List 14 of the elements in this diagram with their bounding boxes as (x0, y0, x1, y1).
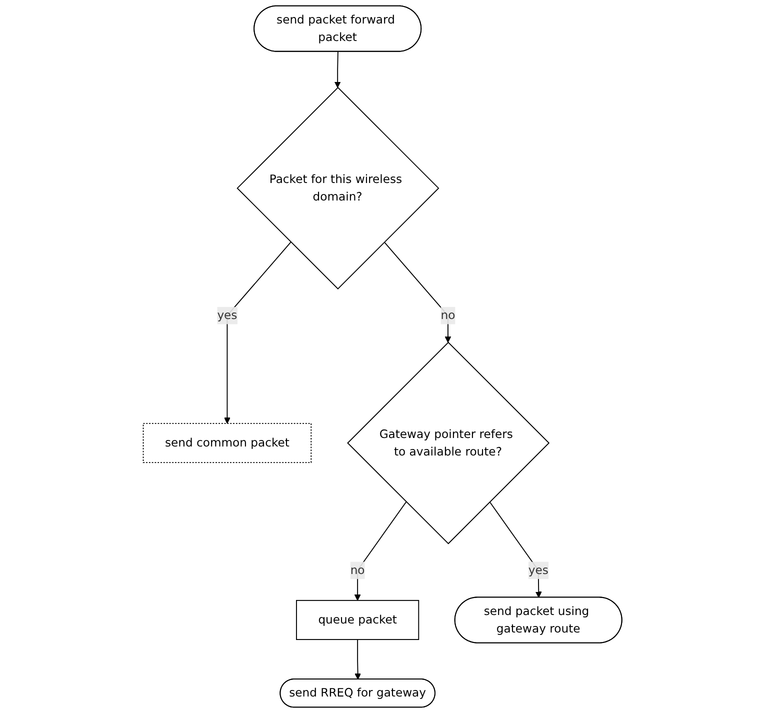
edge-label: no (350, 563, 366, 577)
arrow (354, 501, 408, 601)
arrow (334, 51, 342, 88)
arrow (490, 501, 542, 598)
node-box: queue packet (296, 600, 420, 640)
arrow (355, 639, 362, 680)
edge-label: no (441, 308, 456, 322)
arrow (384, 242, 452, 343)
node-box: send common packet (143, 422, 312, 464)
edge-label: yes (528, 563, 549, 577)
node-diamond: Packet for this wireless domain? (237, 86, 440, 290)
arrow (224, 242, 292, 424)
edge-label: yes (218, 308, 238, 322)
node-diamond: Gateway pointer refers to available route? (347, 342, 550, 544)
